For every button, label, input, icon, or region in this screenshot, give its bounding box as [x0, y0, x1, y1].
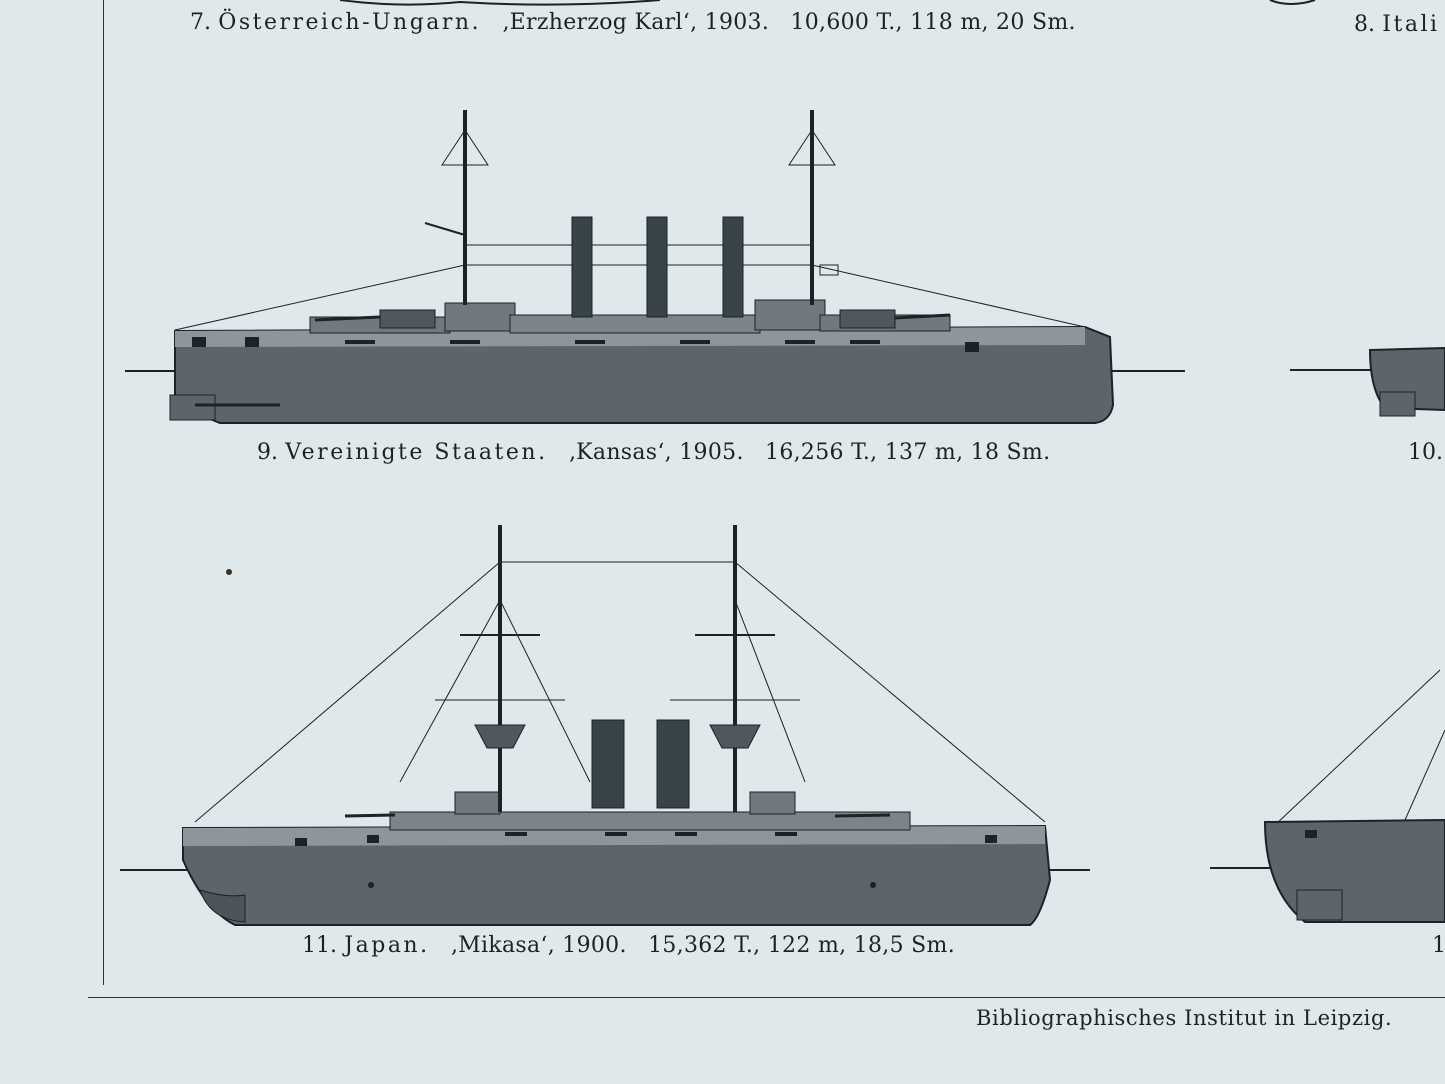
- caption-9: 9. Vereinigte Staaten. ‚Kansas‘, 1905. 1…: [257, 440, 1050, 465]
- partial-ship-illustration: [1210, 669, 1445, 923]
- top-ship-outlines: [340, 0, 1316, 6]
- caption-number: 9.: [257, 440, 278, 465]
- caption-country: Vereinigte Staaten.: [285, 440, 548, 465]
- caption-12: 1: [1432, 933, 1445, 958]
- caption-7: 7. Österreich-Ungarn. ‚Erzherzog Karl‘, …: [190, 10, 1076, 35]
- caption-number: 10.: [1408, 440, 1443, 465]
- caption-specs: 10,600 T., 118 m, 20 Sm.: [790, 10, 1076, 35]
- partial-ship-illustration: [1290, 346, 1445, 417]
- caption-number: 8.: [1354, 12, 1375, 37]
- caption-ship-name: ‚Erzherzog Karl‘, 1903.: [502, 10, 770, 35]
- caption-11: 11. Japan. ‚Mikasa‘, 1900. 15,362 T., 12…: [302, 933, 955, 958]
- caption-number: 11.: [302, 933, 337, 958]
- caption-number: 1: [1432, 933, 1445, 958]
- plate-border-bottom: [88, 997, 1445, 998]
- caption-10: 10.: [1408, 440, 1443, 465]
- caption-8: 8. Itali: [1354, 12, 1440, 37]
- caption-country: Österreich-Ungarn.: [218, 10, 482, 35]
- caption-specs: 15,362 T., 122 m, 18,5 Sm.: [648, 933, 955, 958]
- caption-country: Japan.: [344, 933, 430, 958]
- paper-stain: [226, 569, 232, 575]
- caption-country: Itali: [1382, 12, 1440, 37]
- publisher-credit: Bibliographisches Institut in Leipzig.: [976, 1006, 1393, 1030]
- caption-number: 7.: [190, 10, 211, 35]
- caption-ship-name: ‚Kansas‘, 1905.: [568, 440, 744, 465]
- caption-specs: 16,256 T., 137 m, 18 Sm.: [765, 440, 1051, 465]
- battleship-kansas-illustration: [125, 110, 1185, 424]
- battleship-mikasa-illustration: [120, 525, 1090, 926]
- caption-ship-name: ‚Mikasa‘, 1900.: [450, 933, 627, 958]
- plate-border-left: [103, 0, 104, 985]
